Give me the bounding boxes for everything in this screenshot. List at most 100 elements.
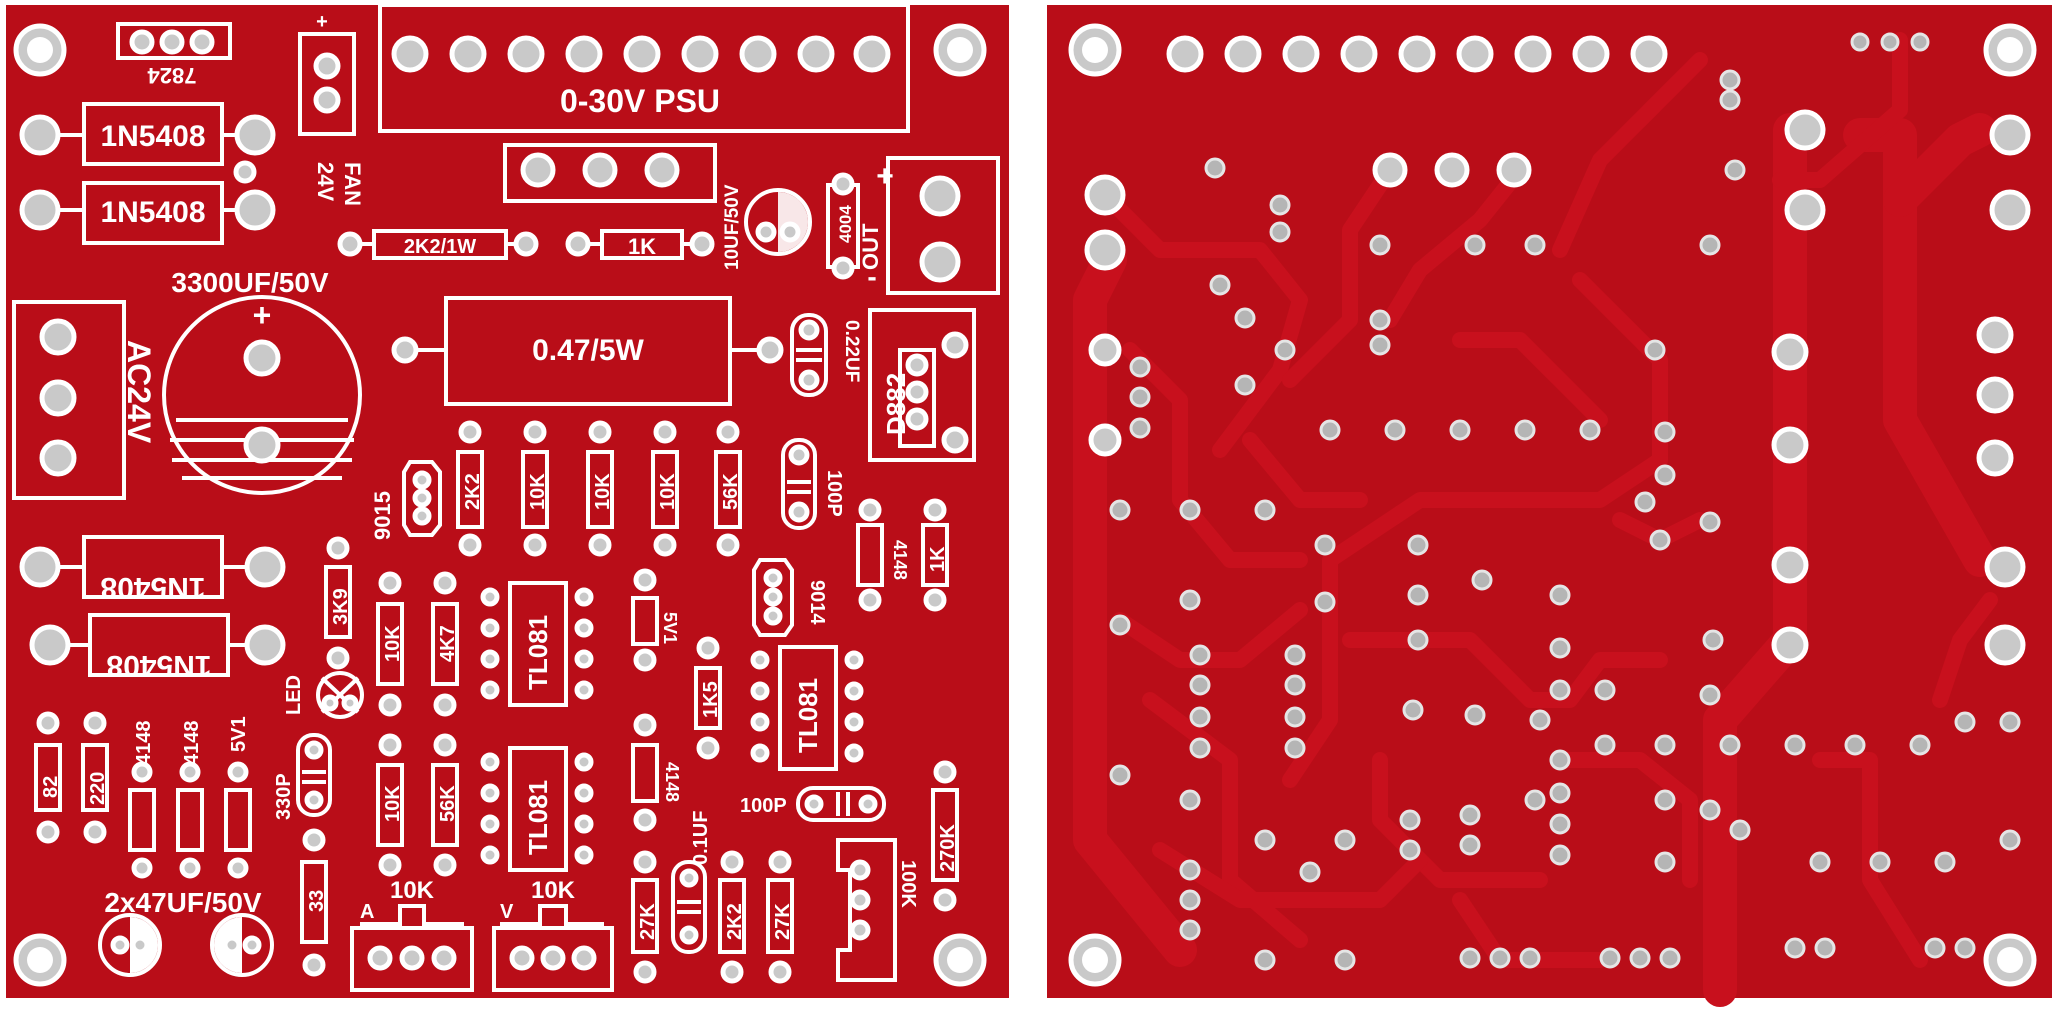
pot-v-value: 10K — [531, 877, 576, 904]
ic-tl081-1: TL081 — [480, 581, 594, 707]
zener-5v1-left-label: 5V1 — [228, 716, 250, 752]
transistor-d882: D882 — [868, 308, 976, 462]
capacitor-plus-label: + — [253, 297, 272, 333]
capacitor-100p-a-label: 100P — [823, 470, 845, 517]
resistor-270k-label: 270K — [937, 824, 959, 872]
output-minus-label: - — [867, 261, 876, 292]
resistor-1k-top: 1K — [565, 229, 715, 260]
back-header-pads — [1166, 32, 1930, 73]
resistor-10k-c: 10K — [651, 420, 679, 557]
capacitor-022uf: 0.22UF — [790, 313, 862, 397]
resistor-shunt-label: 0.47/5W — [532, 334, 644, 367]
capacitor-01uf: 0.1UF — [671, 811, 712, 954]
capacitor-100p-b-label: 100P — [740, 795, 787, 817]
capacitor-3300uf: 3300UF/50V + — [162, 267, 362, 495]
potentiometer-v: 10K V — [492, 877, 614, 992]
diode-4148-right: 4148 — [856, 498, 910, 612]
zener-5v1-left: 5V1 — [224, 716, 252, 879]
resistor-56k-a-label: 56K — [720, 473, 742, 510]
resistor-4k7: 4K7 — [431, 571, 459, 717]
resistor-10k-b: 10K — [586, 420, 614, 557]
resistor-3k9-label: 3K9 — [330, 588, 352, 625]
fan-voltage-label: 24V — [313, 162, 338, 201]
resistor-10k-a-label: 10K — [527, 473, 549, 510]
resistor-2k2-b: 2K2 — [718, 850, 746, 984]
diode-1n5408-4: 1N5408 — [29, 613, 286, 682]
diode-4148-mid: 4148 — [631, 713, 682, 832]
diode-1-label: 1N5408 — [100, 120, 205, 153]
pcb-front-side: 7824 + FAN 24V 0-30V PSU — [6, 3, 1009, 998]
fan-plus-label: + — [316, 11, 328, 33]
resistor-56k-a: 56K — [714, 420, 742, 557]
resistor-row-top: 2K2 10K 10K 10K 56K — [456, 420, 742, 557]
resistor-2k2-1w: 2K2/1W — [337, 229, 539, 260]
pot-a-value: 10K — [390, 877, 435, 904]
output-plus-label: + — [876, 160, 894, 193]
resistor-2k2-b-label: 2K2 — [724, 903, 746, 940]
resistor-27k-b-label: 27K — [772, 903, 794, 940]
d882-label: D882 — [881, 373, 911, 435]
fan-connector: + FAN 24V — [298, 11, 365, 206]
diode-2-label: 1N5408 — [100, 196, 205, 229]
capacitor-10uf: 10UF/50V — [722, 184, 812, 270]
mounting-holes-back — [1068, 23, 2037, 987]
capacitor-2x47uf: 2x47UF/50V — [98, 887, 274, 977]
resistor-82: 82 — [34, 711, 62, 844]
board-title: 0-30V PSU — [560, 83, 720, 119]
resistor-10k-e: 10K — [376, 733, 404, 877]
resistor-33: 33 — [300, 828, 328, 977]
ic-2-label: TL081 — [523, 780, 553, 855]
diode-4-label: 1N5408 — [106, 649, 211, 682]
potentiometer-a: 10K A — [350, 877, 474, 992]
resistor-1k-top-label: 1K — [628, 234, 656, 259]
led: LED — [283, 671, 364, 719]
regulator-label: 7824 — [147, 63, 197, 88]
resistor-220: 220 — [81, 711, 109, 844]
mounting-holes-front — [13, 23, 987, 987]
diode-1n5408-3: 1N5408 — [19, 535, 286, 604]
capacitor-330p-label: 330P — [273, 773, 295, 820]
pot-v-label: V — [500, 901, 514, 923]
diode-4148-left-a: 4148 — [128, 721, 156, 879]
led-label: LED — [283, 675, 305, 715]
diode-4148-b-label: 4148 — [181, 721, 203, 766]
resistor-33-label: 33 — [306, 890, 328, 912]
capacitor-330p: 330P — [273, 733, 332, 820]
power-transistor-pads — [503, 143, 717, 203]
output-terminal: + OUT - — [858, 156, 1000, 295]
resistor-56k-b: 56K — [431, 733, 459, 877]
resistor-1k-right: 1K — [921, 498, 949, 612]
zener-5v1-mid: 5V1 — [631, 568, 680, 672]
capacitor-2x47uf-label: 2x47UF/50V — [104, 887, 262, 918]
resistor-10k-d-label: 10K — [382, 625, 404, 662]
capacitor-01uf-label: 0.1UF — [690, 811, 712, 865]
resistor-10k-e-label: 10K — [382, 785, 404, 822]
diode-1n5408-2: 1N5408 — [19, 181, 276, 245]
capacitor-10uf-label: 10UF/50V — [722, 184, 743, 270]
fan-label: FAN — [340, 162, 365, 206]
resistor-4k7-label: 4K7 — [437, 625, 459, 662]
ac24v-label: AC24V — [121, 340, 157, 444]
title-block: 0-30V PSU — [378, 3, 910, 133]
resistor-1k5: 1K5 — [694, 636, 722, 760]
transistor-9014-label: 9014 — [806, 580, 828, 625]
resistor-2k2-1w-label: 2K2/1W — [404, 236, 476, 258]
resistor-3k9: 3K9 — [324, 536, 352, 670]
resistor-27k-a-label: 27K — [637, 903, 659, 940]
resistor-2k2-label: 2K2 — [462, 473, 484, 510]
diode-3-label: 1N5408 — [100, 571, 205, 604]
back-small-pads — [1109, 69, 2021, 971]
diode-4148-left-b: 4148 — [176, 721, 204, 879]
diode-1n5408-1: 1N5408 — [19, 102, 276, 184]
diode-4148-right-label: 4148 — [890, 540, 910, 580]
ic-1-label: TL081 — [523, 615, 553, 690]
resistor-2k2: 2K2 — [456, 420, 484, 557]
regulator-7824: 7824 — [116, 22, 232, 88]
back-large-pads — [1084, 109, 2031, 666]
transistor-9014: 9014 — [752, 558, 828, 637]
ic-3-label: TL081 — [793, 678, 823, 753]
trimmer-100k: 100K — [836, 838, 919, 982]
resistor-10k-d: 10K — [376, 571, 404, 717]
resistor-1k5-label: 1K5 — [700, 681, 722, 718]
pot-a-label: A — [360, 901, 374, 923]
